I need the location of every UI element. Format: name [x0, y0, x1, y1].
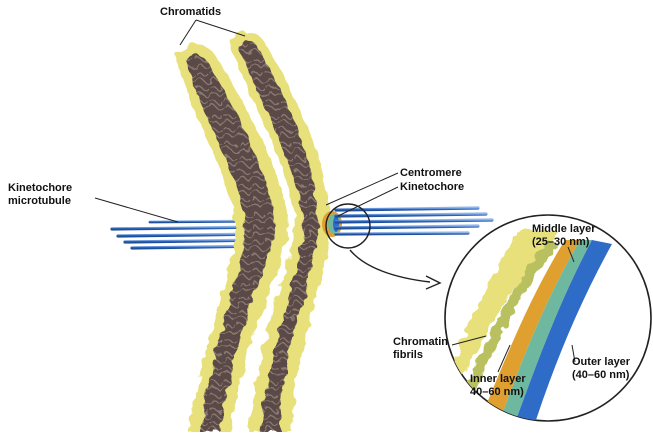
- label-outer-layer-line2: (40–60 nm): [572, 369, 629, 381]
- label-inner-layer-line2: 40–60 nm): [470, 386, 524, 398]
- label-middle-layer-line2: (25–30 nm): [532, 236, 589, 248]
- label-kinetochore-microtubule-line2: microtubule: [8, 195, 71, 207]
- label-chromatids: Chromatids: [160, 6, 221, 18]
- label-middle-layer-line1: Middle layer: [532, 223, 596, 235]
- zoom-arrow: [350, 250, 440, 289]
- label-chromatin-fibrils-line1: Chromatin: [393, 336, 448, 348]
- label-outer-layer-line1: Outer layer: [572, 356, 630, 368]
- label-inner-layer-line1: Inner layer: [470, 373, 526, 385]
- label-centromere: Centromere: [400, 167, 462, 179]
- label-kinetochore-microtubule-line1: Kinetochore: [8, 182, 72, 194]
- label-chromatin-fibrils-line2: fibrils: [393, 349, 423, 361]
- label-kinetochore: Kinetochore: [400, 181, 464, 193]
- right-microtubules: [336, 208, 492, 234]
